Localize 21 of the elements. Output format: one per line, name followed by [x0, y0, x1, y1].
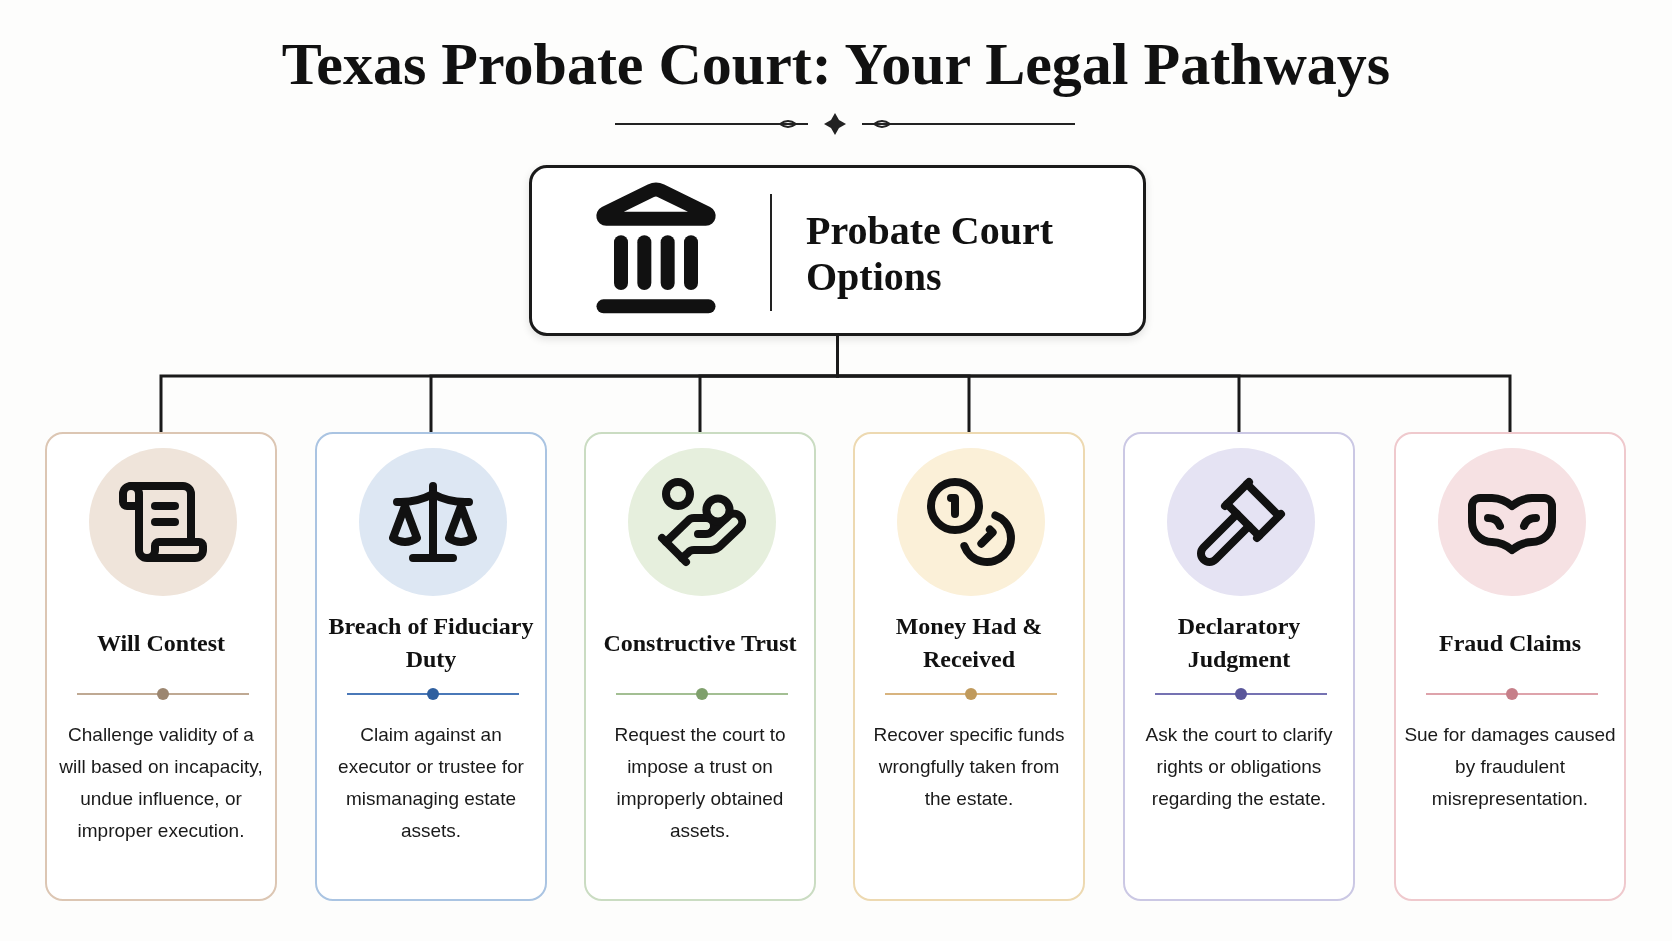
- card-title: Breach of Fiduciary Duty: [327, 612, 535, 674]
- option-card: [1123, 432, 1355, 901]
- option-card: [584, 432, 816, 901]
- option-card: [853, 432, 1085, 901]
- card-title: Money Had & Received: [894, 612, 1044, 674]
- root-box: [529, 165, 1146, 336]
- card-description: Ask the court to clarify rights or obligations regarding the estate.: [1144, 723, 1334, 811]
- option-card: [45, 432, 277, 901]
- card-title: Fraud Claims: [1439, 628, 1581, 658]
- card-title: Declaratory Judgment: [1176, 612, 1302, 674]
- card-description: Request the court to impose a trust on improperly obtained assets.: [613, 723, 787, 843]
- option-card: [315, 432, 547, 901]
- root-title: Probate Court Options: [806, 208, 1054, 300]
- card-description: Recover specific funds wrongfully taken from the estate.: [872, 723, 1066, 811]
- option-card: [1394, 432, 1626, 901]
- card-title: Constructive Trust: [603, 628, 797, 658]
- card-title: Will Contest: [96, 628, 226, 658]
- card-description: Sue for damages caused by fraudulent misrepresentation.: [1404, 723, 1616, 811]
- card-description: Claim against an executor or trustee for mismanaging estate assets.: [337, 723, 525, 843]
- card-description: Challenge validity of a will based on incapacity, undue influence, or improper execution.: [58, 723, 264, 843]
- diagram-title: Texas Probate Court: Your Legal Pathways: [281, 30, 1391, 99]
